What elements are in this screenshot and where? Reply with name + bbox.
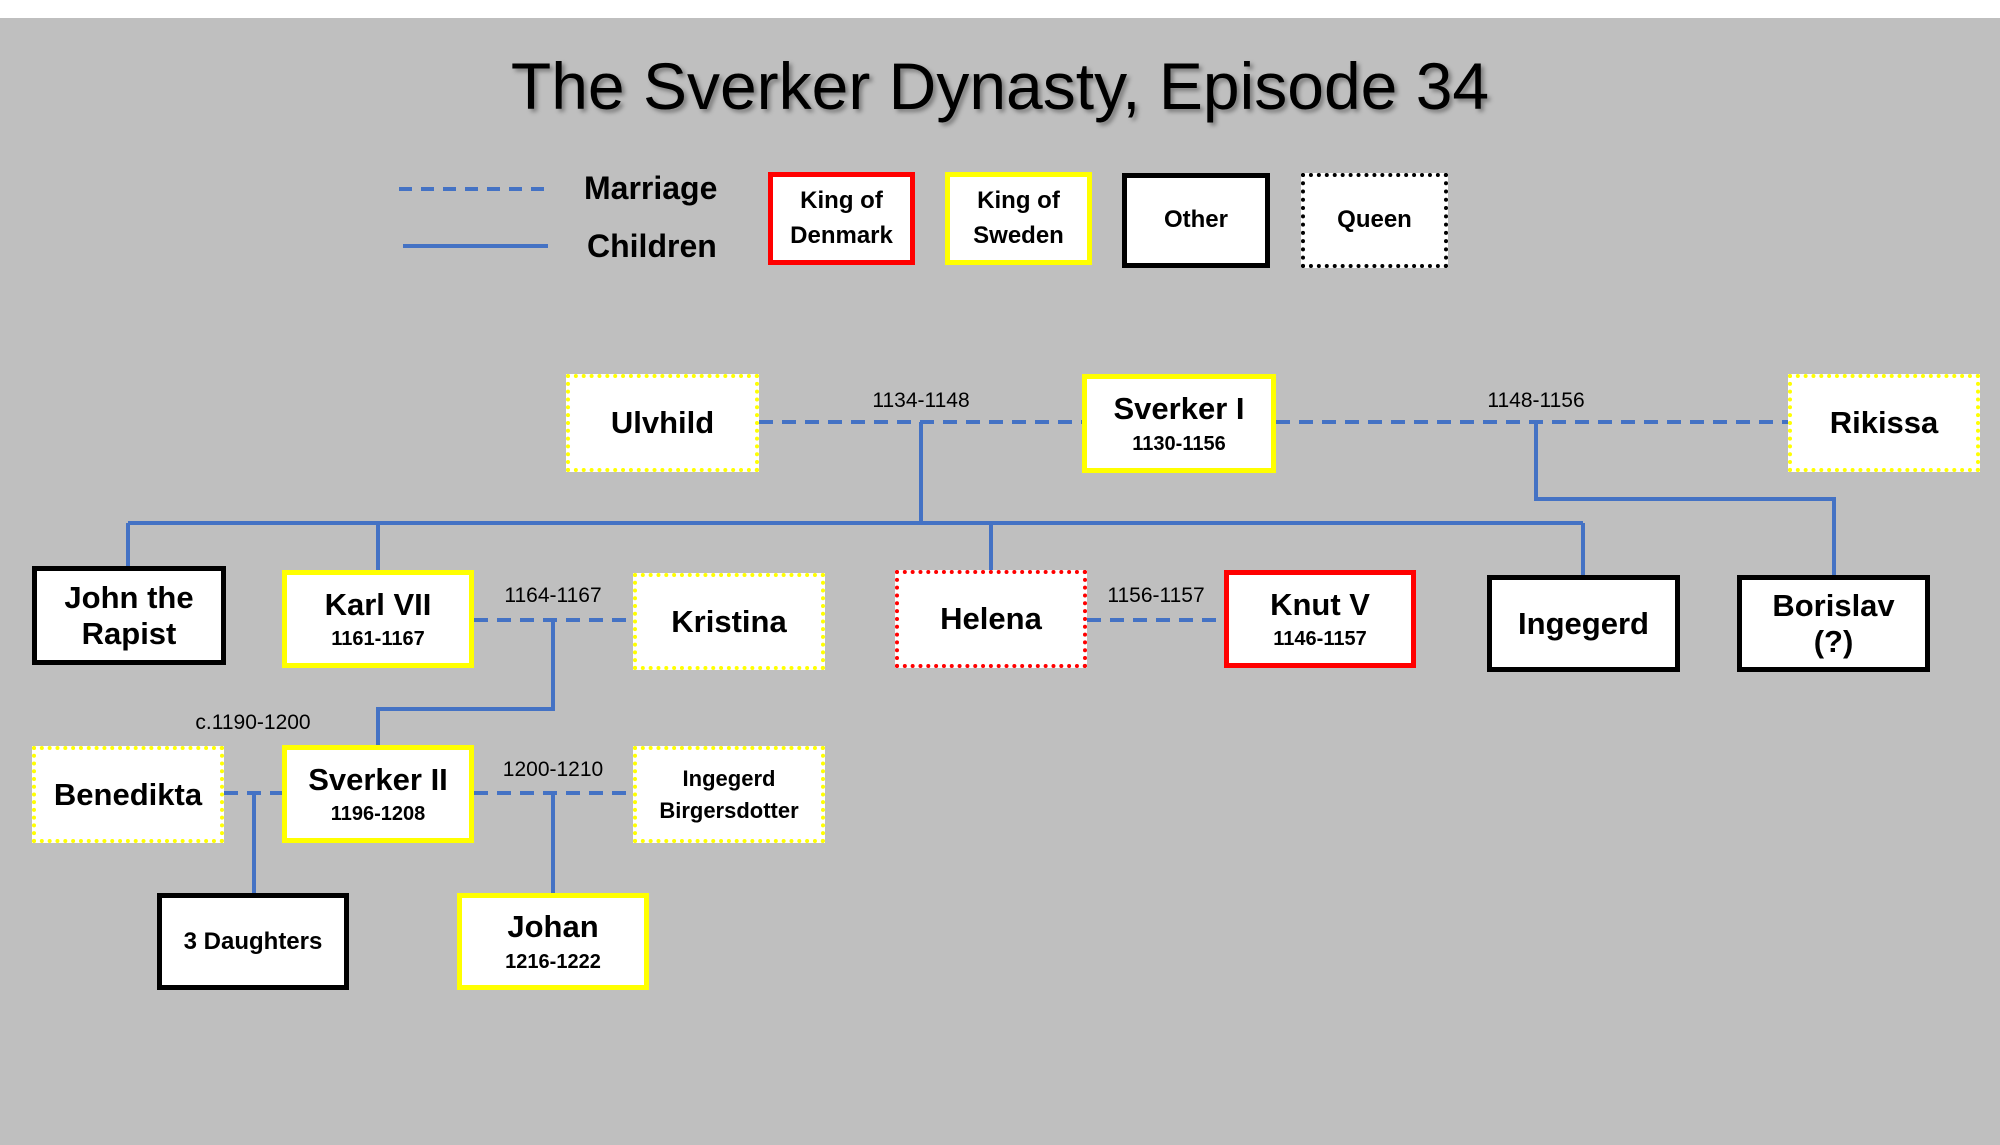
person-name: Johan: [507, 909, 599, 945]
person-name: Kristina: [671, 603, 787, 639]
marriage-label-helena-knut5: 1156-1157: [1107, 584, 1205, 607]
person-rikissa: Rikissa: [1788, 374, 1980, 472]
person-name: John the Rapist: [64, 579, 194, 651]
marriage-label-sverker2-ingegerd-b: 1200-1210: [502, 758, 604, 781]
legend-king-sweden-label: King of Sweden: [973, 186, 1064, 249]
children-line-karl7-kristina: [376, 620, 555, 745]
person-name: Sverker I: [1113, 391, 1245, 427]
person-years: 1130-1156: [1132, 432, 1226, 455]
person-kristina: Kristina: [633, 573, 825, 670]
person-years: 1216-1222: [505, 950, 601, 973]
legend-children-label: Children: [587, 228, 717, 264]
person-sverker-i: Sverker I 1130-1156: [1082, 374, 1276, 473]
legend-king-denmark-label: King of Denmark: [790, 186, 893, 249]
legend-king-sweden: King of Sweden: [945, 172, 1092, 265]
person-benedikta: Benedikta: [32, 746, 224, 843]
marriage-label-benedikta-sverker2: c.1190-1200: [195, 711, 311, 734]
connector-lines: [126, 187, 1836, 893]
legend-other-label: Other: [1163, 206, 1228, 234]
marriage-label-karl7-kristina: 1164-1167: [504, 584, 602, 607]
person-name: Ingegerd: [1518, 605, 1649, 641]
marriage-label-sverker1-rikissa: 1148-1156: [1487, 389, 1585, 412]
person-borislav: Borislav (?): [1737, 575, 1930, 672]
person-years: 1146-1157: [1273, 628, 1367, 651]
legend-queen: Queen: [1301, 173, 1448, 268]
diagram-canvas: The Sverker Dynasty, Episode 34: [0, 18, 2000, 1145]
person-name: 3 Daughters: [183, 927, 323, 955]
legend-queen-label: Queen: [1337, 206, 1412, 234]
person-name: Benedikta: [53, 776, 203, 812]
person-karl-vii: Karl VII 1161-1167: [282, 570, 474, 668]
legend-king-denmark: King of Denmark: [768, 172, 915, 265]
page-title: The Sverker Dynasty, Episode 34: [510, 49, 1490, 123]
person-knut-v: Knut V 1146-1157: [1224, 570, 1416, 668]
person-name: Sverker II: [308, 761, 448, 797]
legend-other: Other: [1122, 173, 1270, 268]
person-name: Knut V: [1270, 586, 1370, 622]
person-ingegerd-birgersdotter: Ingegerd Birgersdotter: [633, 746, 825, 843]
person-john-the-rapist: John the Rapist: [32, 566, 226, 665]
person-sverker-ii: Sverker II 1196-1208: [282, 745, 474, 843]
person-name: Karl VII: [324, 586, 432, 622]
person-name: Borislav (?): [1772, 587, 1895, 659]
person-helena: Helena: [895, 570, 1087, 668]
person-name: Rikissa: [1829, 405, 1939, 441]
person-name: Helena: [940, 601, 1042, 637]
children-line-sverker1-rikissa: [1534, 422, 1836, 575]
person-3-daughters: 3 Daughters: [157, 893, 349, 990]
person-ingegerd: Ingegerd: [1487, 575, 1680, 672]
person-years: 1161-1167: [331, 628, 425, 651]
marriage-label-ulvhild-sverker1: 1134-1148: [872, 389, 970, 412]
person-johan: Johan 1216-1222: [457, 893, 649, 990]
person-ulvhild: Ulvhild: [566, 374, 759, 472]
legend-marriage-label: Marriage: [584, 170, 718, 206]
person-name: Ingegerd Birgersdotter: [659, 765, 799, 823]
person-name: Ulvhild: [610, 405, 715, 441]
person-years: 1196-1208: [330, 803, 426, 826]
